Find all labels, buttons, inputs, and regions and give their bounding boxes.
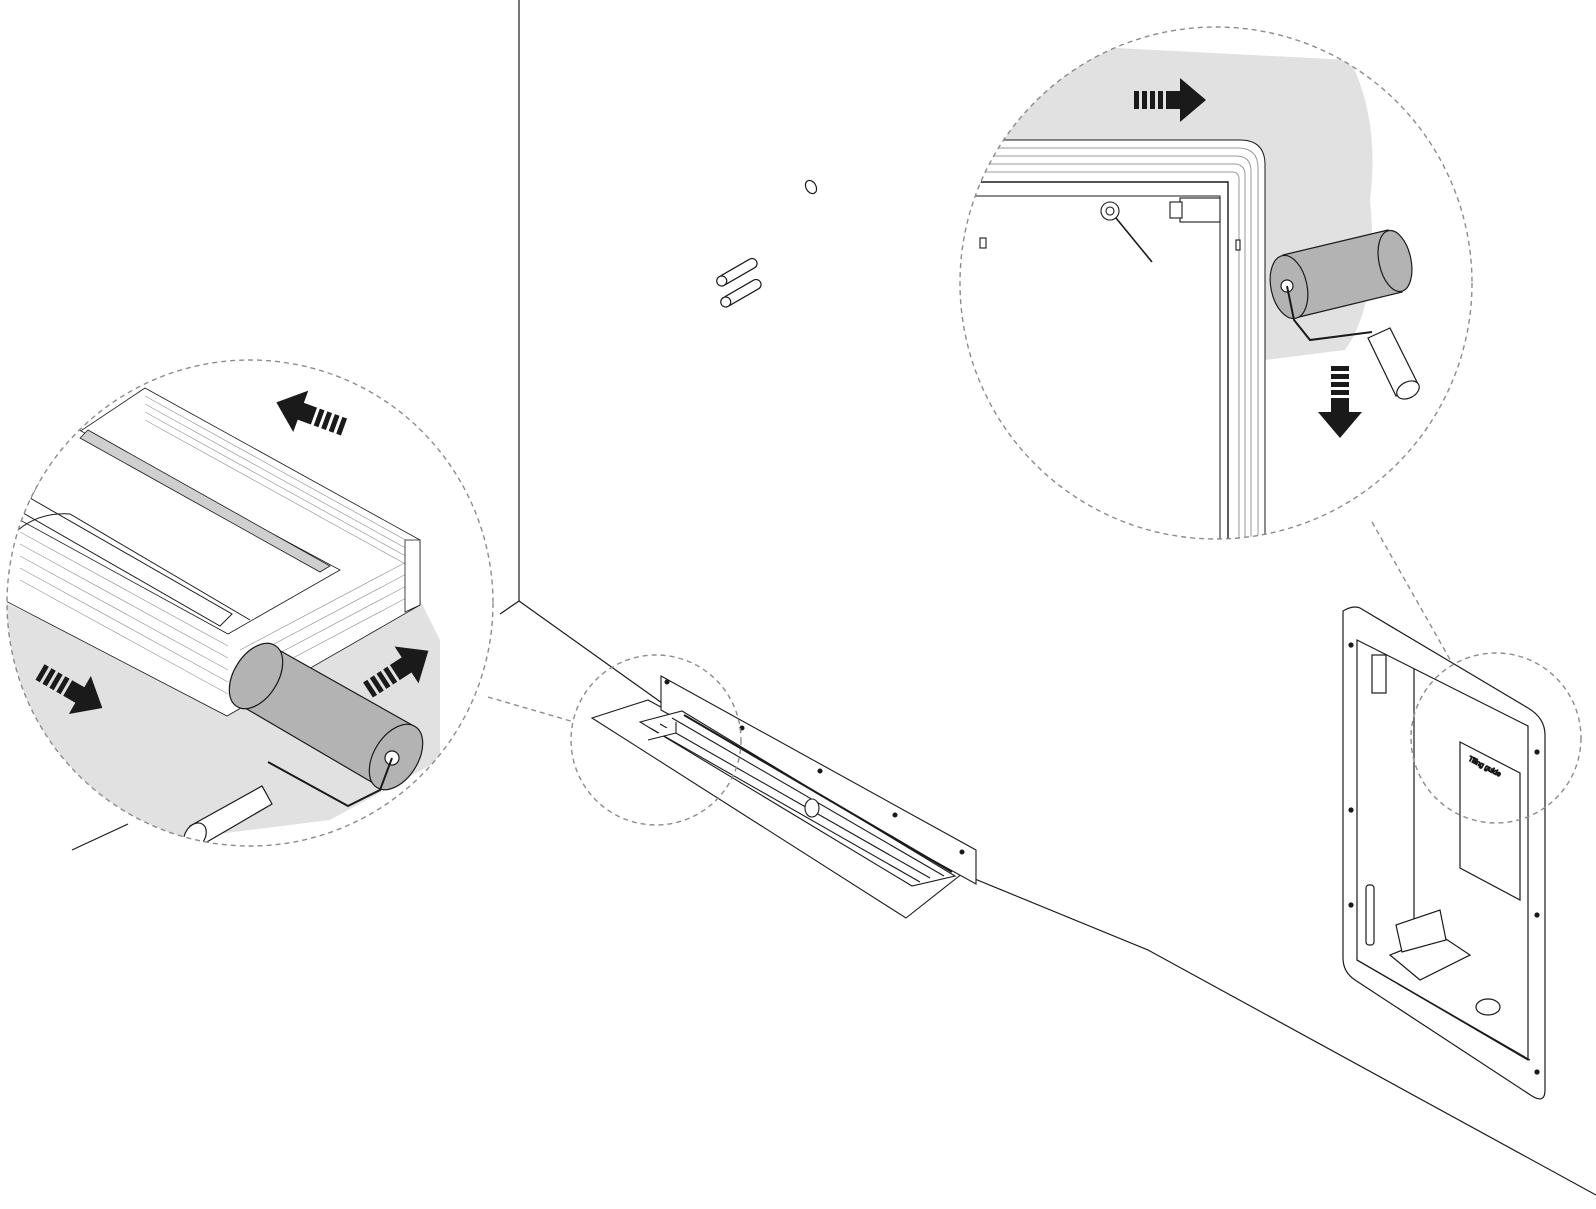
- tiling-guide-sheet: [1459, 741, 1521, 901]
- drain-end-cap: [647, 722, 677, 741]
- frame-top-bracket: [1371, 654, 1387, 694]
- paint-roller-icon: [183, 642, 424, 846]
- sealant-area: [7, 600, 440, 840]
- left-detail-view: [6, 359, 494, 847]
- frame-side-bracket: [1365, 884, 1375, 946]
- wall-floor-left-line: [499, 600, 520, 615]
- fixing-hole: [959, 849, 965, 855]
- wall-floor-left-edge: [71, 823, 129, 851]
- left-callout-leader: [487, 696, 575, 723]
- frame-bottom-edge: [1356, 959, 1531, 1061]
- frame-screw: [1348, 642, 1354, 648]
- wall-floor-right-line: [969, 876, 1596, 1196]
- drain-outlet-hole: [804, 798, 820, 818]
- frame-callout-circle: [1410, 652, 1582, 824]
- frame-corner-layers: [960, 139, 1266, 539]
- wall-frame: Tiling guide: [1342, 606, 1546, 1100]
- sealant-area: [960, 40, 1373, 360]
- drain-callout-circle: [570, 654, 742, 826]
- drain-body: [638, 710, 957, 887]
- fixing-hole: [739, 725, 745, 731]
- frame-screw: [1534, 1069, 1540, 1075]
- layered-membrane: [7, 387, 421, 717]
- frame-screw: [1348, 807, 1354, 813]
- wall-plugs: [716, 179, 818, 308]
- drain-grate-line: [659, 723, 931, 879]
- frame-fittings: [979, 197, 1241, 263]
- callout-markers: [487, 521, 1582, 826]
- frame-screw: [1534, 749, 1540, 755]
- plug-icon: [716, 257, 758, 287]
- floor-drain-channel: [590, 675, 977, 919]
- drain-floor-recess: [590, 699, 964, 919]
- drain-grate-line: [649, 727, 921, 883]
- flush-valve-bracket: [1395, 909, 1447, 953]
- right-detail-view: [959, 26, 1473, 540]
- frame-screw: [1534, 912, 1540, 918]
- room-outline: [71, 0, 1596, 1196]
- fixing-hole: [664, 679, 670, 685]
- paint-roller-icon: [1269, 229, 1420, 400]
- frame-screw: [1348, 902, 1354, 908]
- drain-grate-line: [683, 714, 953, 873]
- screw-hole-icon: [804, 179, 818, 195]
- plug-icon: [720, 278, 762, 308]
- waste-outlet: [1475, 998, 1501, 1016]
- fixing-hole: [892, 812, 898, 818]
- fixing-hole: [817, 768, 823, 774]
- drain-grate-line: [671, 717, 945, 877]
- right-callout-leader: [1371, 521, 1453, 664]
